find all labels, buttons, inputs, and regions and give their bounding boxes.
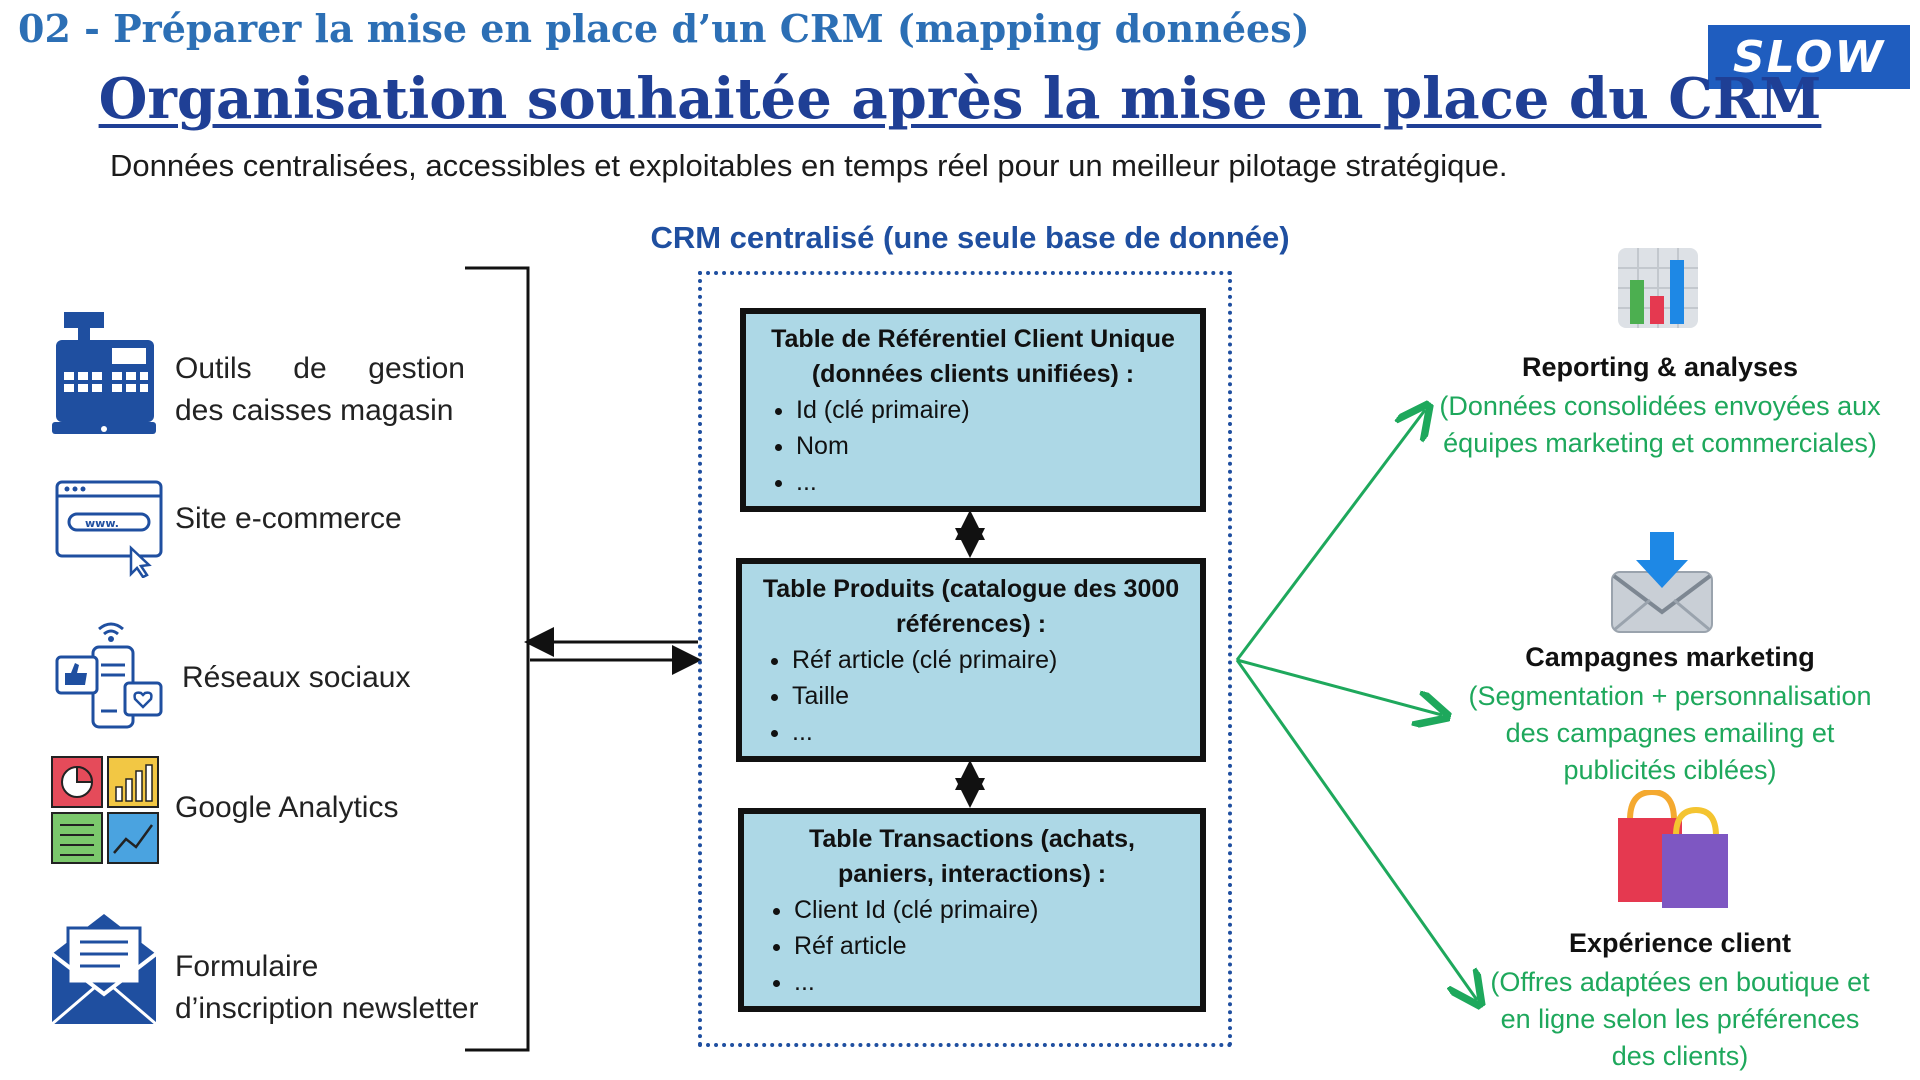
table-field: ... — [796, 464, 1190, 500]
source-google-analytics: Google Analytics — [50, 755, 490, 867]
table-products: Table Produits (catalogue des 3000 référ… — [736, 558, 1206, 762]
source-social: Réseaux sociaux — [50, 615, 490, 735]
output-title: Expérience client — [1568, 928, 1792, 958]
table-title: Table Transactions (achats, — [808, 825, 1136, 853]
page-title: Organisation souhaitée après la mise en … — [98, 66, 1822, 132]
table-client: Table de Référentiel Client Unique (donn… — [740, 308, 1206, 512]
source-label: Outils de gestion — [175, 352, 465, 385]
table-title: références) : — [895, 610, 1047, 638]
table-field: Taille — [792, 678, 1190, 714]
sources-bracket — [465, 266, 530, 1052]
crm-label: CRM centralisé (une seule base de donnée… — [650, 220, 1290, 255]
source-label: Site e-commerce — [175, 502, 402, 535]
newsletter-envelope-icon — [50, 914, 158, 1026]
source-label: Formulaire — [175, 950, 319, 983]
output-description: en ligne selon les préférences — [1500, 1004, 1860, 1034]
output-description: des campagnes emailing et — [1505, 718, 1835, 748]
section-title: 02 - Préparer la mise en place d’un CRM … — [18, 6, 1310, 51]
source-ecommerce: www. Site e-commerce — [50, 480, 490, 580]
table-field: Réf article (clé primaire) — [792, 642, 1190, 678]
page-subtitle: Données centralisées, accessibles et exp… — [110, 148, 1508, 183]
output-description: équipes marketing et commerciales) — [1443, 428, 1877, 458]
output-description: (Segmentation + personnalisation — [1468, 681, 1872, 711]
table-field: Client Id (clé primaire) — [794, 892, 1190, 928]
arrow-to-reporting — [1235, 410, 1425, 661]
bar-chart-icon — [1618, 248, 1698, 328]
output-description: publicités ciblées) — [1563, 755, 1777, 785]
source-label: des caisses magasin — [175, 394, 454, 427]
source-label: d’inscription newsletter — [175, 992, 479, 1025]
arrow-to-campaigns — [1236, 658, 1442, 715]
table-field: Réf article — [794, 928, 1190, 964]
table-title: Table Produits (catalogue des 3000 — [762, 575, 1180, 603]
output-description: (Données consolidées envoyées aux — [1439, 391, 1881, 421]
website-icon: www. — [55, 480, 163, 578]
email-download-icon — [1611, 532, 1713, 633]
table-transactions: Table Transactions (achats, paniers, int… — [738, 808, 1206, 1012]
arrow-to-experience — [1235, 659, 1477, 1000]
shopping-bags-icon — [1618, 790, 1728, 908]
slow-logo: SLOW — [1708, 25, 1910, 89]
analytics-icon — [51, 756, 159, 864]
table-field: Nom — [796, 428, 1190, 464]
source-cash-register: Outils de gestion des caisses magasin — [50, 312, 490, 440]
crm-container — [698, 271, 1232, 1047]
table-field: ... — [794, 964, 1190, 1000]
table-title: Table de Référentiel Client Unique — [771, 325, 1175, 353]
source-newsletter: Formulaire d’inscription newsletter — [50, 910, 520, 1034]
table-field: Id (clé primaire) — [796, 392, 1190, 428]
output-title: Reporting & analyses — [1521, 352, 1799, 382]
table-title: paniers, interactions) : — [837, 860, 1107, 888]
table-title: (données clients unifiées) : — [811, 360, 1135, 388]
source-label: Google Analytics — [175, 791, 399, 824]
table-field: ... — [792, 714, 1190, 750]
output-title: Campagnes marketing — [1525, 642, 1815, 672]
output-description: des clients) — [1611, 1041, 1749, 1071]
cash-register-icon — [52, 312, 156, 434]
svg-text:www.: www. — [85, 517, 119, 530]
output-description: (Offres adaptées en boutique et — [1490, 967, 1870, 997]
source-label: Réseaux sociaux — [182, 661, 411, 694]
social-media-icon — [55, 622, 163, 729]
